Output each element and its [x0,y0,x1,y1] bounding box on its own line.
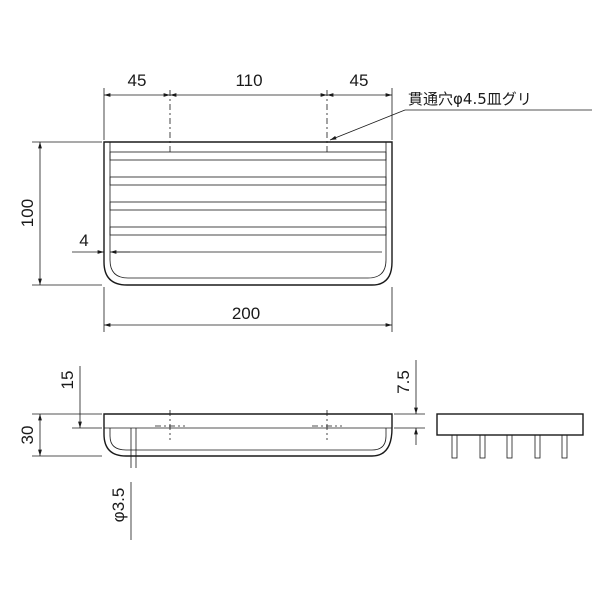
slat [109,151,387,161]
dim-pin-offset: 7.5 [394,370,413,394]
dim-pin-diameter: φ3.5 [109,488,128,523]
side-pin [451,434,458,459]
front-inner-line [109,428,387,451]
dim-overall-width: 200 [232,304,260,323]
side-pin [506,434,513,459]
side-pin [561,434,568,459]
dim-top-45-left: 45 [128,71,147,90]
side-pins [451,434,568,459]
side-body [436,413,584,436]
plan-inner-wall [109,142,387,279]
dim-front-total-height: 30 [18,426,37,445]
dim-top-45-right: 45 [350,71,369,90]
dim-wall-thickness: 4 [79,231,88,250]
hole-callout-leader [329,109,406,141]
side-pin [534,434,541,459]
front-top-plate [103,413,393,457]
dim-front-upper-height: 15 [58,371,77,390]
plan-slats [109,151,387,253]
plan-view: 45 110 45 貫通穴φ4.5皿グリ 100 4 200 [18,71,592,332]
side-pin [479,434,486,459]
plan-tray-outline [103,141,393,286]
slat [109,201,387,211]
side-view [436,413,584,459]
front-view: 30 15 φ3.5 7.5 [18,360,425,540]
slat [109,226,387,236]
dim-top-110: 110 [235,71,262,90]
dim-plan-height: 100 [18,199,37,227]
slat [109,176,387,186]
hole-callout: 貫通穴φ4.5皿グリ [408,90,532,108]
